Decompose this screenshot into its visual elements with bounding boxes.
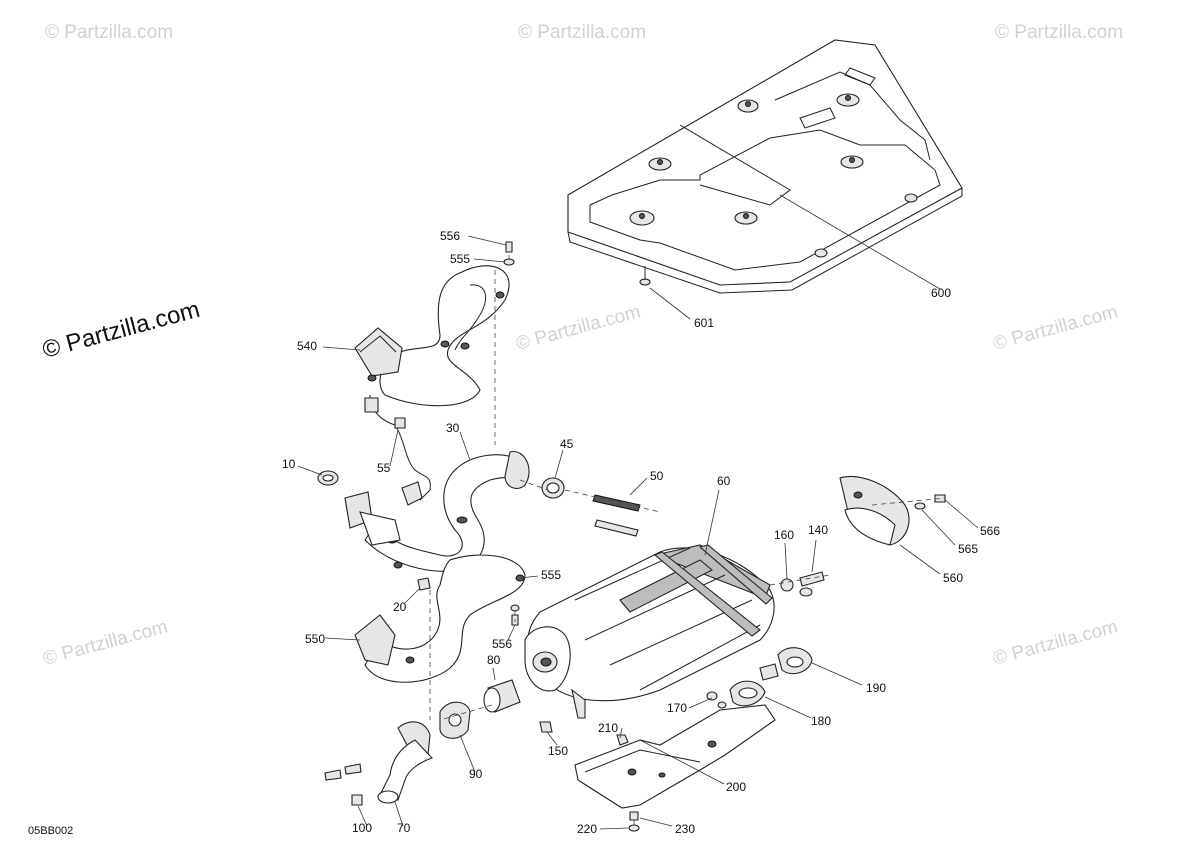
manifold-flange bbox=[344, 491, 401, 546]
bolt-140 bbox=[799, 571, 825, 597]
label-45: 45 bbox=[560, 437, 574, 451]
label-556b: 556 bbox=[492, 637, 512, 651]
leader-lines bbox=[297, 194, 979, 830]
label-566: 566 bbox=[980, 524, 1000, 538]
bolt-150 bbox=[539, 721, 553, 733]
oxygen-sensor-55 bbox=[364, 394, 431, 506]
label-540: 540 bbox=[297, 339, 317, 353]
label-556: 556 bbox=[440, 229, 460, 243]
ring-45 bbox=[541, 477, 565, 499]
diagram-reference-code: 05BB002 bbox=[28, 825, 73, 837]
label-30: 30 bbox=[446, 421, 460, 435]
rubber-mount-190 bbox=[777, 647, 813, 675]
fastener-565-566 bbox=[914, 494, 946, 510]
label-60: 60 bbox=[717, 474, 731, 488]
fastener-601 bbox=[639, 266, 651, 286]
label-555: 555 bbox=[450, 252, 470, 266]
label-140: 140 bbox=[808, 523, 828, 537]
label-150: 150 bbox=[548, 744, 568, 758]
heat-shield-560 bbox=[839, 476, 910, 546]
label-180: 180 bbox=[811, 714, 831, 728]
watermark: © Partzilla.com bbox=[45, 22, 173, 43]
label-550: 550 bbox=[305, 632, 325, 646]
label-600: 600 bbox=[931, 286, 951, 300]
bracket-200 bbox=[574, 704, 776, 809]
watermark: © Partzilla.com bbox=[991, 301, 1120, 354]
assembly-lines bbox=[429, 255, 946, 828]
label-70: 70 bbox=[397, 821, 411, 835]
fastener-556a bbox=[503, 241, 515, 266]
label-560: 560 bbox=[943, 571, 963, 585]
label-190: 190 bbox=[866, 681, 886, 695]
part-labels: 556 555 540 30 10 55 45 50 60 20 555 556… bbox=[282, 229, 1000, 836]
rubber-mount-180 bbox=[729, 680, 766, 707]
watermark: © Partzilla.com bbox=[41, 616, 170, 669]
label-210: 210 bbox=[598, 721, 618, 735]
label-55: 55 bbox=[377, 461, 391, 475]
watermark: © Partzilla.com bbox=[991, 616, 1120, 669]
label-50: 50 bbox=[650, 469, 664, 483]
watermark: © Partzilla.com bbox=[514, 301, 643, 354]
gasket-90 bbox=[439, 701, 471, 739]
washer-160 bbox=[780, 578, 794, 592]
label-90: 90 bbox=[469, 767, 483, 781]
label-100: 100 bbox=[352, 821, 372, 835]
label-10: 10 bbox=[282, 457, 296, 471]
label-20: 20 bbox=[393, 600, 407, 614]
nut-20 bbox=[417, 577, 431, 591]
fastener-210 bbox=[616, 734, 629, 746]
label-200: 200 bbox=[726, 780, 746, 794]
rubber-grommet-170 bbox=[706, 663, 779, 709]
bolts-100 bbox=[324, 763, 363, 806]
label-220: 220 bbox=[577, 822, 597, 836]
label-170: 170 bbox=[667, 701, 687, 715]
muffler-60 bbox=[524, 544, 775, 719]
heat-shield-540 bbox=[354, 265, 510, 407]
label-601: 601 bbox=[694, 316, 714, 330]
sleeve-80 bbox=[483, 679, 521, 713]
gasket-10 bbox=[317, 470, 339, 486]
tailpipe-70 bbox=[377, 721, 433, 804]
label-160: 160 bbox=[774, 528, 794, 542]
springs-50 bbox=[592, 494, 641, 537]
label-80: 80 bbox=[487, 653, 501, 667]
exhaust-pipe-30 bbox=[364, 451, 530, 572]
partzilla-watermark: © Partzilla.com bbox=[40, 296, 203, 364]
watermark: © Partzilla.com bbox=[995, 22, 1123, 43]
label-555b: 555 bbox=[541, 568, 561, 582]
label-565: 565 bbox=[958, 542, 978, 556]
watermark: © Partzilla.com bbox=[518, 22, 646, 43]
plate-boss bbox=[629, 93, 918, 258]
label-230: 230 bbox=[675, 822, 695, 836]
skid-plate-600 bbox=[567, 39, 963, 294]
